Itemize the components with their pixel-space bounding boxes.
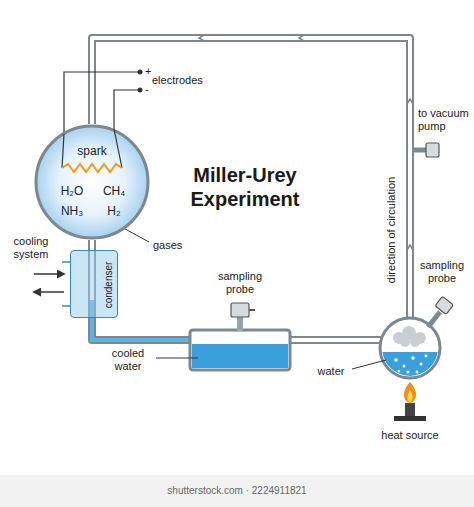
flask-outline [34, 124, 150, 240]
flask-water [380, 352, 440, 382]
burner-stem [405, 403, 415, 416]
part-label: gases [153, 239, 182, 252]
reaction-flask: sparkH₂O CH₄ NH₃ H₂ [34, 124, 150, 240]
part-label: cooled water [106, 347, 150, 373]
chemical-label: spark [77, 145, 106, 159]
flow-chevrons [199, 35, 413, 250]
electrode-wire [62, 129, 122, 168]
flow-label: direction of circulation [385, 177, 398, 283]
vacuum-stub [414, 148, 427, 153]
watermark-strip [0, 475, 474, 507]
vapour-cloud [393, 326, 426, 347]
flame [404, 382, 416, 403]
tube-joint [92, 240, 93, 250]
spark-zigzag [62, 164, 122, 172]
cooling-arrows [34, 274, 64, 292]
terminal [138, 88, 143, 93]
part-label: heat source [381, 429, 438, 442]
burner-base [394, 416, 426, 421]
glass-tube [88, 240, 96, 250]
sampling-probe-valve [435, 296, 453, 314]
watermark: shutterstock.com · 2224911821 [167, 485, 306, 497]
part-label: to vacuum pump [418, 107, 472, 133]
part-label: sampling probe [211, 270, 269, 296]
chemical-label: H₂O [61, 185, 84, 199]
chemical-label: NH₃ [61, 205, 83, 219]
water-trap [190, 330, 290, 370]
sampling-probe-valve [231, 303, 249, 317]
part-label: electrodes [152, 74, 203, 87]
terminal-sign: - [145, 83, 149, 96]
node-label: condenser [103, 262, 115, 309]
part-label: water [318, 365, 345, 378]
terminal-sign: + [145, 65, 151, 78]
part-label: cooling system [1, 235, 61, 261]
diagram-title: Miller-Urey Experiment [170, 163, 320, 211]
vacuum-valve [426, 143, 439, 157]
part-label: sampling probe [413, 259, 471, 285]
leader-line [352, 360, 386, 369]
chemical-label: H₂ [107, 205, 120, 219]
cooled-water-fill [192, 344, 288, 368]
terminal [138, 70, 143, 75]
tube-inner [90, 240, 94, 250]
condenser-fins [62, 262, 70, 306]
chemical-label: CH₄ [103, 185, 125, 199]
probe-stem [237, 316, 243, 331]
probe-handle [249, 309, 255, 311]
bubbles [394, 355, 427, 374]
condenser-box: condenser [70, 250, 118, 318]
leader-line [156, 358, 198, 359]
flask-glass [36, 126, 148, 238]
probe-stem [428, 312, 440, 327]
flame-core [407, 390, 412, 402]
electrode-wires [64, 72, 140, 134]
